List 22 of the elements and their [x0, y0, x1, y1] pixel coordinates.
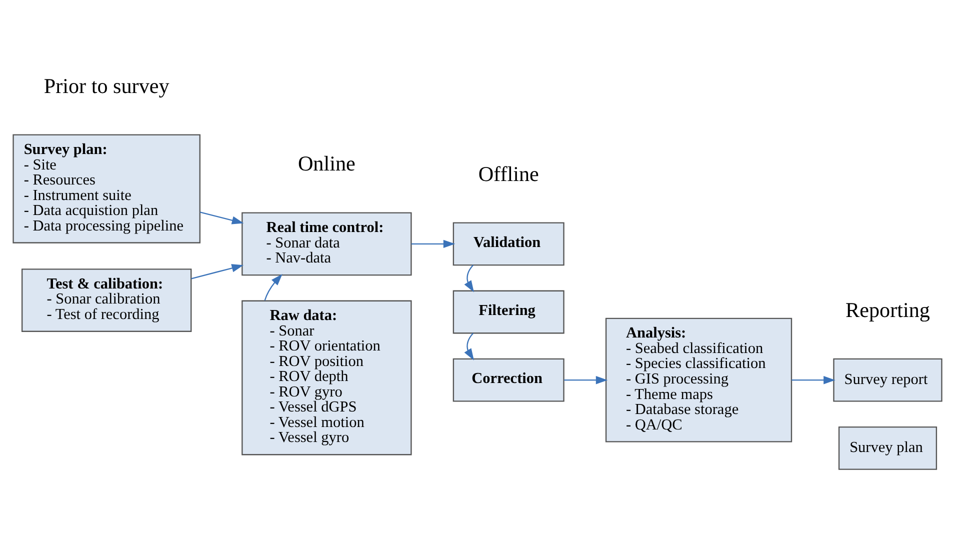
node-box: Test & calibation: - Sonar calibration - Test of recording — [21, 268, 192, 332]
node-box: Survey plan — [838, 426, 938, 470]
label: Reporting — [846, 298, 930, 322]
node-box: Filtering — [452, 290, 564, 334]
arrow — [792, 376, 836, 384]
arrow — [264, 274, 282, 301]
arrow — [200, 212, 244, 224]
node-box: Correction — [452, 358, 564, 402]
node-box: Real time control: - Sonar data - Nav-data — [242, 212, 412, 276]
node-box: Raw data: - Sonar - ROV orientation - ROV position - ROV depth - ROV gyro - Vessel dGPS - Vessel motion - Vessel gyro — [242, 300, 412, 456]
label: Offline — [478, 162, 539, 186]
arrow — [191, 264, 244, 280]
label: Online — [298, 151, 356, 176]
arrow — [411, 240, 456, 248]
arrow — [464, 264, 474, 292]
node-box: Survey plan: - Site - Resources - Instrument suite - Data acquistion plan - Data processing pipeline — [12, 134, 200, 244]
arrow — [464, 332, 474, 360]
node-box: Validation — [452, 222, 564, 266]
label: Prior to survey — [44, 74, 170, 98]
node-box: Analysis: - Seabed classification - Species classification - GIS processing - Theme maps - Database storage - QA/QC — [605, 318, 792, 442]
arrow — [564, 376, 608, 384]
node-box: Survey report — [833, 358, 942, 402]
